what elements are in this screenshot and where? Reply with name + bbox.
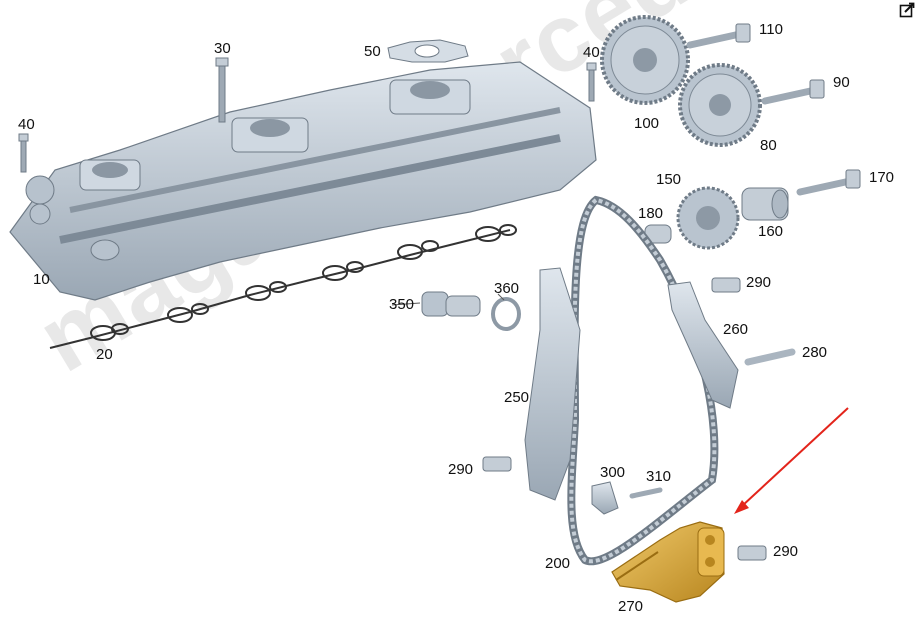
seal-ring-360[interactable]: [491, 297, 521, 331]
leader-lines: [391, 293, 505, 306]
edit-external-icon[interactable]: [899, 2, 915, 18]
tensioner-rail-260[interactable]: [667, 281, 739, 409]
callout-110[interactable]: 110: [759, 21, 783, 38]
guide-rail-250[interactable]: [524, 267, 581, 501]
bolt-350[interactable]: [421, 291, 481, 317]
callout-310[interactable]: 310: [646, 468, 672, 485]
gear-100[interactable]: [600, 15, 690, 105]
cover-gasket[interactable]: [49, 224, 517, 349]
callout-280[interactable]: 280: [802, 344, 828, 361]
callout-200[interactable]: 200: [545, 555, 571, 572]
callout-40-right[interactable]: 40: [583, 44, 600, 61]
callout-360[interactable]: 360: [494, 280, 520, 297]
chain-tensioner-270[interactable]: [611, 521, 725, 603]
callout-100[interactable]: 100: [634, 115, 660, 132]
callout-50[interactable]: 50: [364, 43, 381, 60]
callout-290-top[interactable]: 290: [746, 274, 772, 291]
callout-90[interactable]: 90: [833, 74, 850, 91]
callout-30[interactable]: 30: [214, 40, 231, 57]
bushing-160[interactable]: [741, 187, 789, 221]
bolt-90[interactable]: [761, 79, 825, 105]
pin-290-right[interactable]: [737, 545, 767, 561]
pin-290-top[interactable]: [711, 277, 741, 293]
bolt-30[interactable]: [215, 57, 229, 123]
callout-290-right[interactable]: 290: [773, 543, 799, 560]
callout-260[interactable]: 260: [723, 321, 749, 338]
bolt-110[interactable]: [686, 23, 751, 49]
callout-10[interactable]: 10: [33, 271, 50, 288]
bolt-310[interactable]: [629, 487, 663, 499]
gear-80[interactable]: [678, 63, 762, 147]
chain-slide-300[interactable]: [591, 481, 619, 515]
callout-290-left[interactable]: 290: [448, 461, 474, 478]
callout-180[interactable]: 180: [638, 205, 664, 222]
pin-290-left[interactable]: [482, 456, 512, 472]
sprocket-150[interactable]: [676, 186, 740, 250]
callout-270[interactable]: 270: [618, 598, 644, 615]
bolt-40-right[interactable]: [586, 62, 597, 102]
flange-gasket-50[interactable]: [387, 39, 469, 63]
pin-280[interactable]: [744, 348, 796, 366]
timing-chain[interactable]: [567, 195, 719, 566]
callout-20[interactable]: 20: [96, 346, 113, 363]
highlight-arrow: [734, 407, 849, 514]
callout-170[interactable]: 170: [869, 169, 895, 186]
callout-160[interactable]: 160: [758, 223, 784, 240]
bolt-170[interactable]: [796, 169, 861, 196]
cylinder-head-cover[interactable]: [9, 61, 597, 301]
callout-80[interactable]: 80: [760, 137, 777, 154]
callout-150[interactable]: 150: [656, 171, 682, 188]
bolt-40-left[interactable]: [18, 133, 29, 173]
callout-350[interactable]: 350: [389, 296, 415, 313]
callout-300[interactable]: 300: [600, 464, 626, 481]
callout-40-left[interactable]: 40: [18, 116, 35, 133]
callout-250[interactable]: 250: [504, 389, 530, 406]
